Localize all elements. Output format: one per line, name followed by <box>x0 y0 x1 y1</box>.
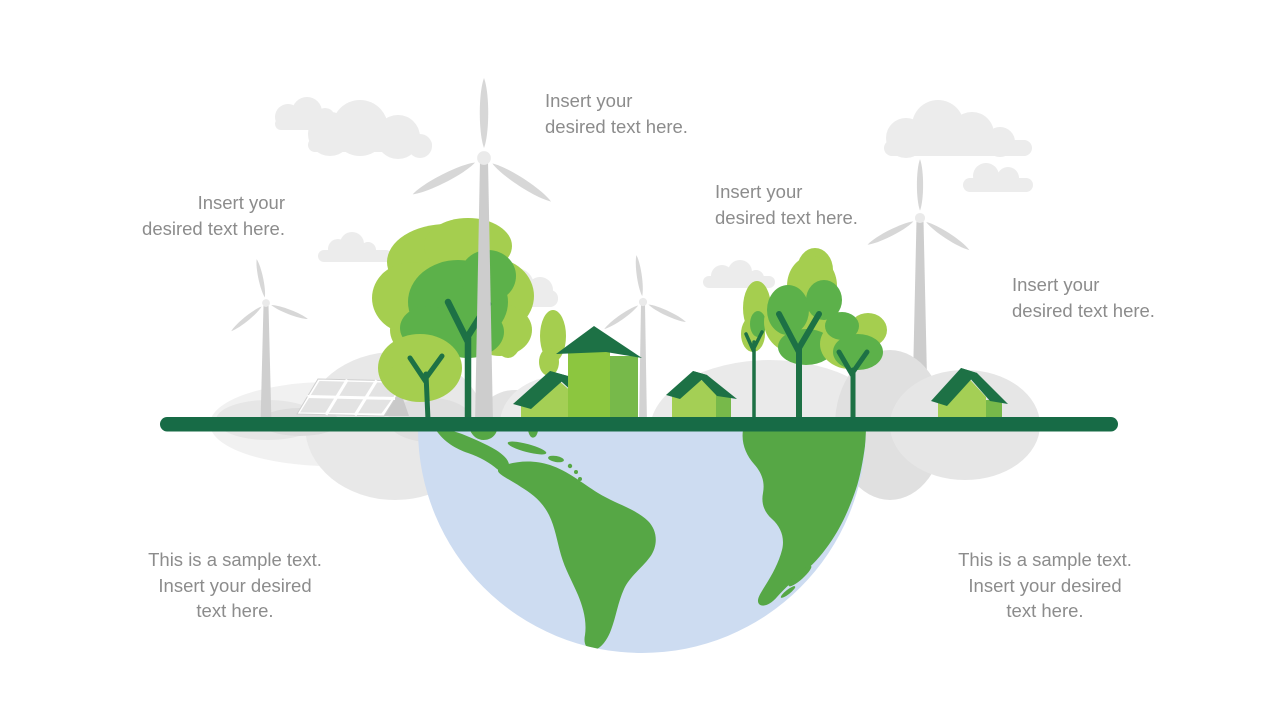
ground-bar <box>160 417 1118 432</box>
tree-icon <box>378 334 462 423</box>
solar-grid-lines <box>307 378 396 417</box>
placeholder-text-line: desired text here. <box>142 217 285 239</box>
house-icon-group <box>513 326 1008 418</box>
cloud-icon <box>308 100 432 159</box>
cloud-icon <box>884 100 1032 158</box>
placeholder-text-line: This is a sample text. <box>148 549 322 570</box>
cloud-icon <box>318 232 392 262</box>
placeholder-text-line: text here. <box>1006 600 1084 621</box>
text-placeholder-bottom-right: This is a sample text. Insert your desir… <box>920 547 1170 624</box>
placeholder-text-line: desired text here. <box>1012 299 1155 321</box>
placeholder-text-line: Insert your desired <box>968 574 1122 596</box>
tree-icon <box>741 281 771 422</box>
tree-icon-group-right <box>741 248 887 423</box>
tree-icon <box>820 312 887 423</box>
house-icon <box>666 371 737 418</box>
placeholder-text-line: Insert your <box>1012 274 1100 295</box>
placeholder-text-line: desired text here. <box>715 206 858 228</box>
half-globe-icon <box>418 429 866 653</box>
text-placeholder-right: Insert your desired text here. <box>1012 272 1155 323</box>
text-placeholder-left: Insert your desired text here. <box>65 190 285 241</box>
cloud-icon <box>963 163 1033 192</box>
placeholder-text-line: Insert your <box>715 181 803 202</box>
building-icon <box>556 326 642 418</box>
cloud-icon <box>703 260 775 288</box>
wind-turbine-icon <box>593 249 687 424</box>
cypress-icon <box>539 310 566 376</box>
wind-turbine-icon <box>411 78 554 424</box>
globe-continents <box>436 430 866 651</box>
tree-icon-group-left <box>372 218 534 424</box>
placeholder-text-line: Insert your <box>197 192 285 213</box>
text-placeholder-top-center: Insert your desired text here. <box>545 88 688 139</box>
house-icon <box>931 368 1008 418</box>
solar-panel-icon <box>296 378 409 417</box>
text-placeholder-mid-right: Insert your desired text here. <box>715 179 858 230</box>
placeholder-text-line: Insert your <box>545 90 633 111</box>
placeholder-text-line: desired text here. <box>545 115 688 137</box>
placeholder-text-line: text here. <box>196 600 274 621</box>
text-placeholder-bottom-left: This is a sample text. Insert your desir… <box>110 547 360 624</box>
placeholder-text-line: Insert your desired <box>158 574 312 596</box>
placeholder-text-line: This is a sample text. <box>958 549 1132 570</box>
wind-turbine-icon <box>217 251 310 424</box>
